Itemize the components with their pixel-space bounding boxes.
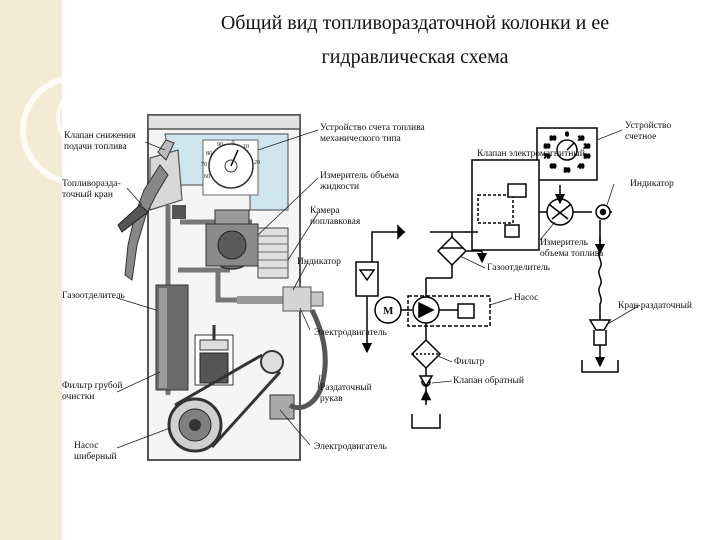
- dial-number: 90: [550, 136, 556, 142]
- dial-number: 20: [584, 144, 590, 150]
- label-check-valve: Клапан обратный: [453, 375, 524, 386]
- label-gas-separator-right: Газоотделитель: [487, 263, 551, 273]
- decorative-left-band: [0, 0, 62, 540]
- dial-number: 30: [584, 154, 590, 160]
- leader-lines: [116, 129, 321, 449]
- label-gas-separator-left: Газоотделитель: [62, 291, 126, 301]
- dial-number: 80: [544, 144, 550, 150]
- dial-number: 0: [232, 140, 235, 146]
- label-motor-top: Электродвигатель: [314, 328, 387, 338]
- label-indicator-left: Индикатор: [297, 257, 341, 267]
- label-solenoid-valve: Клапан электромагнитный: [477, 148, 585, 159]
- dial-number: 70: [201, 162, 207, 168]
- dial-number: 60: [550, 164, 556, 170]
- slide-title-line-1: Общий вид топливораздаточной колонки и е…: [220, 12, 610, 34]
- dial-number: 10: [578, 136, 584, 142]
- dial-number: 50: [564, 168, 570, 174]
- label-dispensing-nozzle: Кран раздаточный: [618, 300, 692, 311]
- label-indicator-right: Индикатор: [630, 179, 674, 189]
- label-motor-bottom: Электродвигатель: [314, 442, 387, 452]
- slide-title-line-2: гидравлическая схема: [321, 46, 509, 68]
- dial-number: 0: [566, 132, 569, 138]
- label-nozzle: Топливоразда-точный кран: [62, 179, 121, 200]
- dial-number: 10: [243, 144, 249, 150]
- dial-number: 60: [204, 174, 210, 180]
- motor-symbol-letter: M: [383, 305, 394, 317]
- label-pump: Насос: [514, 293, 539, 303]
- schematic-leaders: [431, 129, 641, 384]
- dial-number: 80: [206, 151, 212, 157]
- dial-number: 90: [217, 142, 223, 148]
- dial-number: 20: [254, 160, 260, 166]
- label-filter: Фильтр: [454, 357, 485, 367]
- dial-number: 70: [544, 154, 550, 160]
- dial-number: 40: [578, 164, 584, 170]
- dispenser-drawing: 80 90 0 10 20 70 60: [117, 114, 328, 461]
